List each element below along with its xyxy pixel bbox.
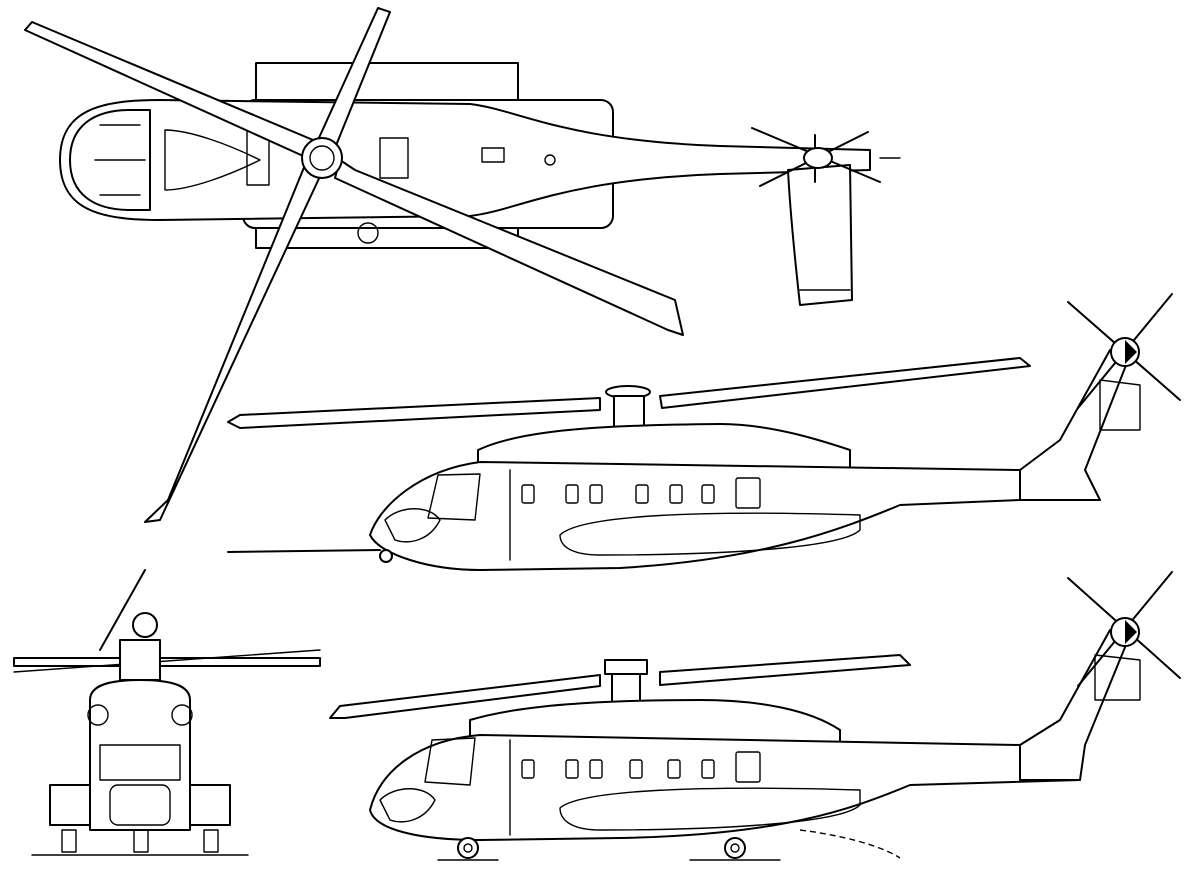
front-view [13,569,321,856]
side2-tail-fin [1019,629,1131,781]
side2-rotor-hub [604,659,648,675]
side1-upper-housing [477,423,851,469]
rotor-hub [301,137,343,179]
plan-stabilizer [787,164,853,306]
side1-nose [384,508,441,543]
side1-sponson [559,512,861,556]
plan-canopy [164,129,261,191]
side1-cockpit-window [427,473,481,521]
side2-cabin-windows [521,751,761,783]
plan-view [24,7,901,523]
side-view-probe [227,293,1181,571]
side2-tail-rotor [1067,571,1181,687]
front-sponson-right [189,784,231,826]
side1-tail-fin [1019,349,1131,501]
plan-sponson-circle [357,222,379,244]
side1-rotor-blade-right [659,357,1031,409]
side-view-gear [329,571,1181,861]
front-landing-gear [31,829,249,856]
side2-nose [379,788,436,823]
plan-fuselage [59,99,871,221]
front-nose [109,784,171,826]
side2-landing-gear [437,837,781,861]
plan-engine-intake [379,137,409,179]
plan-tail-rotor [751,127,901,187]
plan-cockpit-frames [94,124,146,196]
side1-fuselage [369,461,1021,571]
side2-rotor-blade-right [659,654,911,686]
side2-sponson [559,787,861,831]
plan-nose [69,109,151,211]
front-mast [119,639,161,681]
side1-refuel-probe [227,549,381,553]
rotor-blade-3 [334,159,684,336]
side1-rotor-mast [613,395,645,431]
side2-fuselage [369,734,1081,841]
front-windscreen [99,744,181,781]
front-tail-rotor-blade [99,569,146,651]
side1-probe-tip [379,549,393,563]
front-rotor-blade-band [13,657,321,667]
front-engine-right [171,704,193,726]
plan-main-rotor [24,7,684,523]
side1-tail-rotor [1067,293,1181,409]
side2-rotor-blade-left [329,674,601,719]
side2-upper-housing [469,699,841,746]
plan-panel [481,147,505,163]
front-sponson-left [49,784,91,826]
front-rotor-dome [132,612,158,638]
front-rotor-blade-lower [13,649,321,673]
side2-tail-stabilizer [1094,654,1141,701]
side1-cabin-windows [521,477,761,509]
side2-tail-bumper-dashed [799,829,901,859]
side1-tail-stabilizer [1099,379,1141,431]
front-fuselage [89,679,191,831]
rotor-hub-inner [309,145,335,171]
side1-rotor-blade-left [227,397,601,429]
side2-cockpit-window [424,737,476,786]
plan-tail-dot [544,154,556,166]
front-engine-left [87,704,109,726]
